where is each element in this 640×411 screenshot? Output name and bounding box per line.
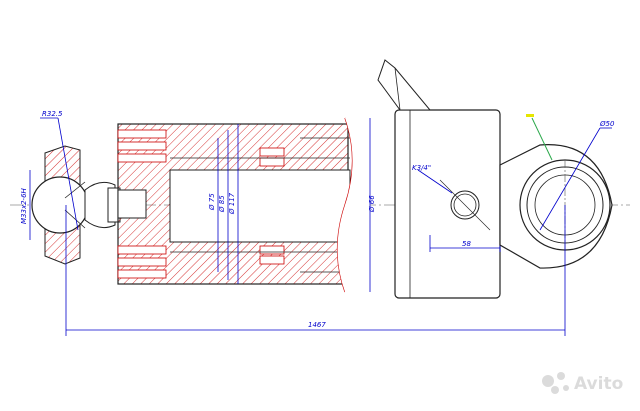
green-leader	[531, 117, 553, 161]
watermark: Avito	[542, 372, 623, 394]
dim-bore-diam: Ø 66	[368, 195, 376, 213]
dim-thread: M33x2-6H	[20, 187, 28, 224]
yellow-marker	[526, 114, 534, 117]
port-leader	[417, 169, 453, 194]
dim-port-thread: K3/4"	[412, 164, 431, 172]
eye-diam-leader	[539, 127, 601, 231]
cylinder-end-cap	[377, 59, 501, 299]
ball-joint	[31, 145, 116, 265]
dim-eye-diam: Ø50	[599, 120, 615, 128]
dim-overall-length: 1467	[308, 321, 326, 329]
eye-end	[499, 144, 613, 269]
dim-rod-d1: Ø 75	[208, 193, 216, 211]
rod-diameter-dimensions	[217, 118, 371, 292]
dim-overall-line	[65, 205, 566, 336]
dim-port-offset: 58	[462, 240, 471, 248]
dim-sphere-radius: R32.5	[42, 110, 63, 118]
watermark-text: Avito	[574, 374, 623, 394]
avito-dots-icon	[542, 372, 569, 394]
dim-rod-d3: Ø 117	[228, 192, 236, 215]
dim-rod-d2: Ø 85	[218, 195, 226, 213]
